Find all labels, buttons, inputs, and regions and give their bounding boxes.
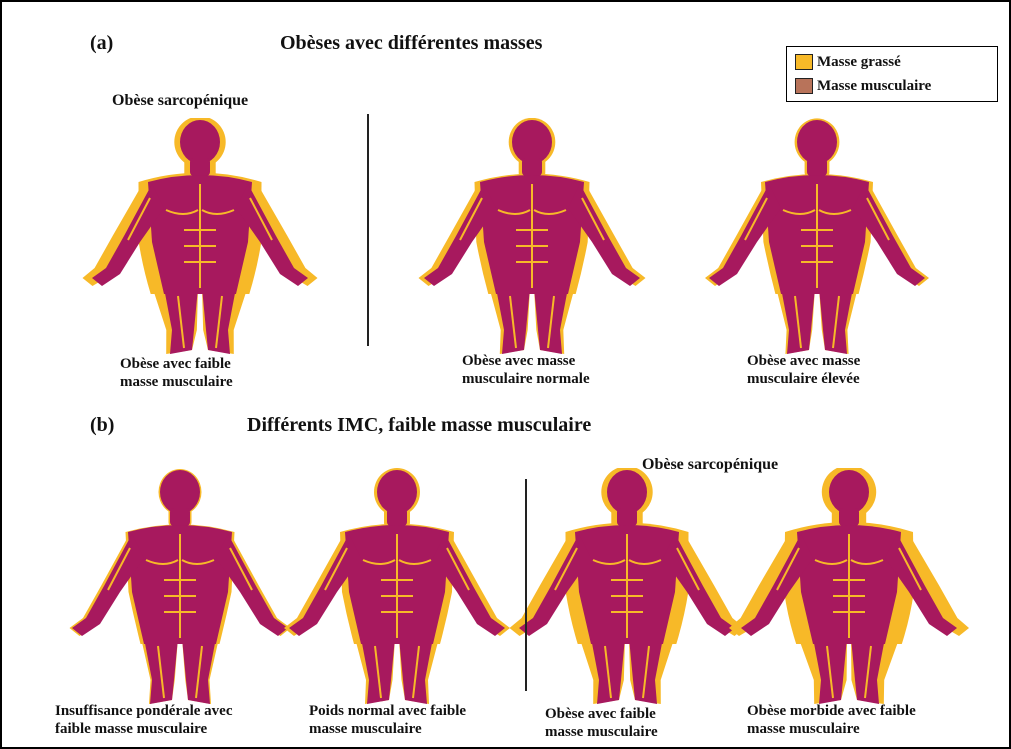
caption-a-1-line-1: Obèse avec faible xyxy=(120,355,233,373)
caption-b-1-line-2: faible masse musculaire xyxy=(55,720,233,738)
body-figure-obese-high-muscle xyxy=(697,118,937,358)
caption-b-2: Poids normal avec faible masse musculair… xyxy=(309,702,466,738)
body-figure-morbid-obese-low-muscle xyxy=(729,468,969,708)
caption-a-1: Obèse avec faible masse musculaire xyxy=(120,355,233,391)
caption-b-3: Obèse avec faible masse musculaire xyxy=(545,705,658,741)
body-figure-underweight-low-muscle xyxy=(60,468,300,708)
caption-a-1-line-2: masse musculaire xyxy=(120,373,233,391)
caption-a-3-line-2: musculaire élevée xyxy=(747,370,860,388)
caption-a-3: Obèse avec masse musculaire élevée xyxy=(747,352,860,388)
caption-b-2-line-2: masse musculaire xyxy=(309,720,466,738)
caption-a-2: Obèse avec masse musculaire normale xyxy=(462,352,590,388)
separator-panel-b xyxy=(525,479,527,691)
caption-b-3-line-1: Obèse avec faible xyxy=(545,705,658,723)
separator-panel-a xyxy=(367,114,369,346)
panel-b-title: Différents IMC, faible masse musculaire xyxy=(247,414,591,437)
caption-b-2-line-1: Poids normal avec faible xyxy=(309,702,466,720)
body-figure-obese-normal-muscle xyxy=(412,118,652,358)
caption-a-3-line-1: Obèse avec masse xyxy=(747,352,860,370)
body-figure-normal-weight-low-muscle xyxy=(277,468,517,708)
legend-swatch-muscle xyxy=(795,78,813,94)
caption-b-3-line-2: masse musculaire xyxy=(545,723,658,741)
caption-a-2-line-1: Obèse avec masse xyxy=(462,352,590,370)
caption-b-4-line-1: Obèse morbide avec faible xyxy=(747,702,916,720)
body-figure-obese-low-muscle-b xyxy=(507,468,747,708)
panel-a-subtitle: Obèse sarcopénique xyxy=(112,92,248,110)
body-figure-obese-low-muscle xyxy=(80,118,320,358)
legend-label-fat: Masse grassé xyxy=(817,54,901,71)
legend-swatch-fat xyxy=(795,54,813,70)
panel-b-label: (b) xyxy=(90,414,114,437)
caption-b-1: Insuffisance pondérale avec faible masse… xyxy=(55,702,233,738)
legend-label-muscle: Masse musculaire xyxy=(817,78,931,95)
panel-a-title: Obèses avec différentes masses xyxy=(280,32,542,55)
legend: Masse grassé Masse musculaire xyxy=(786,46,998,102)
panel-a-label: (a) xyxy=(90,32,113,55)
caption-a-2-line-2: musculaire normale xyxy=(462,370,590,388)
caption-b-1-line-1: Insuffisance pondérale avec xyxy=(55,702,233,720)
caption-b-4: Obèse morbide avec faible masse musculai… xyxy=(747,702,916,738)
legend-item-muscle: Masse musculaire xyxy=(795,75,931,97)
caption-b-4-line-2: masse musculaire xyxy=(747,720,916,738)
legend-item-fat: Masse grassé xyxy=(795,51,901,73)
